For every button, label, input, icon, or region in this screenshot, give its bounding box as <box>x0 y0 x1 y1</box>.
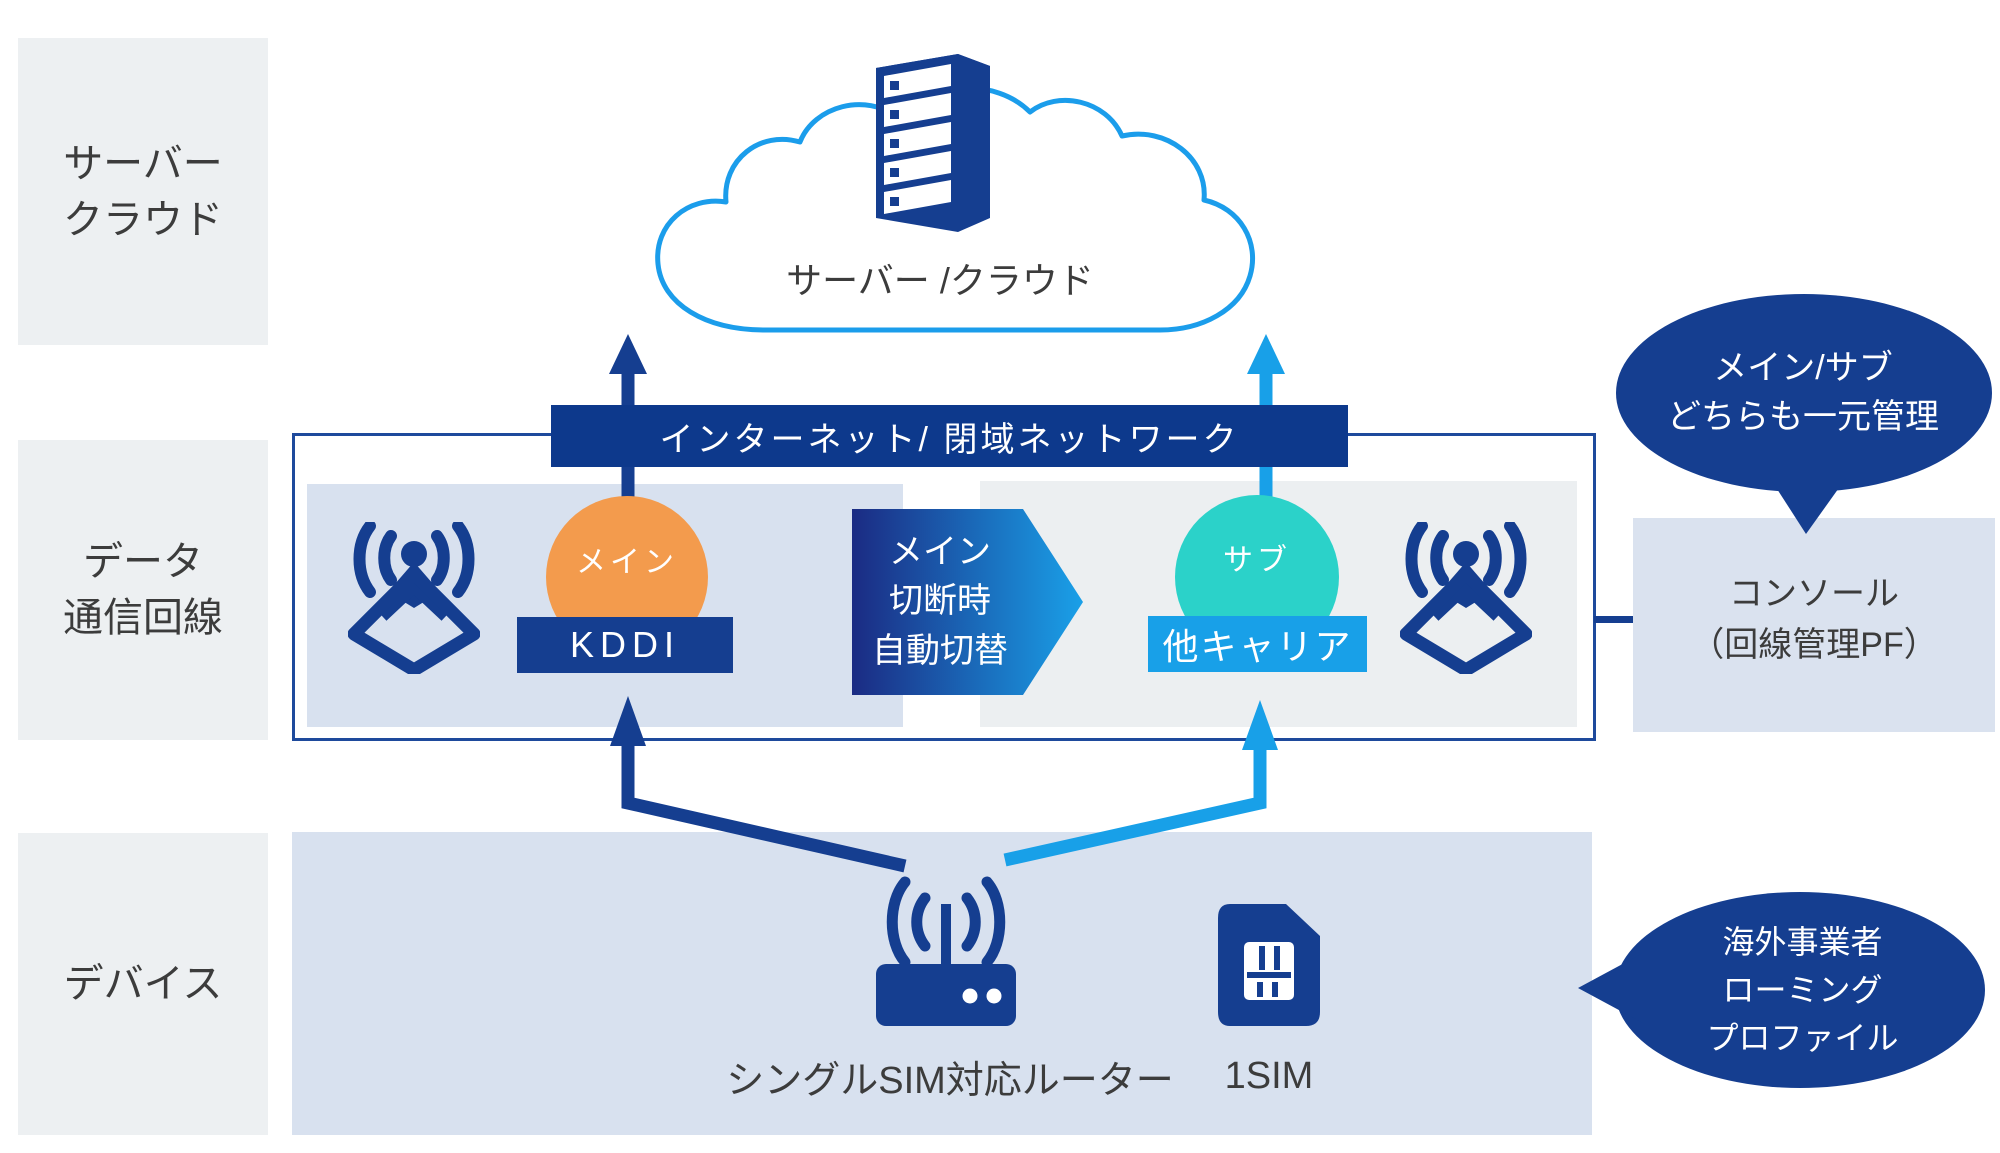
antenna-icon-main <box>348 522 480 674</box>
console-label: コンソール （回線管理PF） <box>1690 575 1938 664</box>
main-carrier-box: KDDI <box>517 617 733 673</box>
main-badge: メイン <box>576 546 678 579</box>
failover-arrow-label: メイン 切断時 自動切替 <box>872 533 1008 670</box>
console-bubble-label: メイン/サブ どちらも一元管理 <box>1667 348 1939 436</box>
roaming-bubble-label: 海外事業者 ローミング プロファイル <box>1706 924 1899 1056</box>
cloud-label: サーバー /クラウド <box>786 260 1094 301</box>
network-banner: インターネット/ 閉域ネットワーク <box>551 405 1348 467</box>
console-box <box>1633 518 1995 732</box>
row-label-device: デバイス <box>18 833 268 1135</box>
console-bubble-shape <box>1616 294 1992 534</box>
sim-label: 1SIM <box>1224 1054 1314 1097</box>
row-label-server-cloud: サーバー クラウド <box>18 38 268 345</box>
row-label-data-line: データ 通信回線 <box>18 440 268 740</box>
console-connector-line <box>1594 616 1633 623</box>
sub-badge: サブ <box>1223 544 1291 577</box>
server-icon <box>876 54 990 232</box>
roaming-bubble-shape <box>1578 892 1985 1088</box>
router-label: シングルSIM対応ルーター <box>726 1059 1174 1102</box>
router-to-main-arrow <box>610 696 907 873</box>
antenna-icon-sub <box>1400 522 1532 674</box>
failover-arrow <box>852 509 1083 695</box>
sub-carrier-box: 他キャリア <box>1148 616 1367 672</box>
router-to-sub-arrow <box>1003 700 1278 867</box>
sim-card-icon <box>1218 904 1320 1026</box>
router-icon <box>876 876 1016 1026</box>
